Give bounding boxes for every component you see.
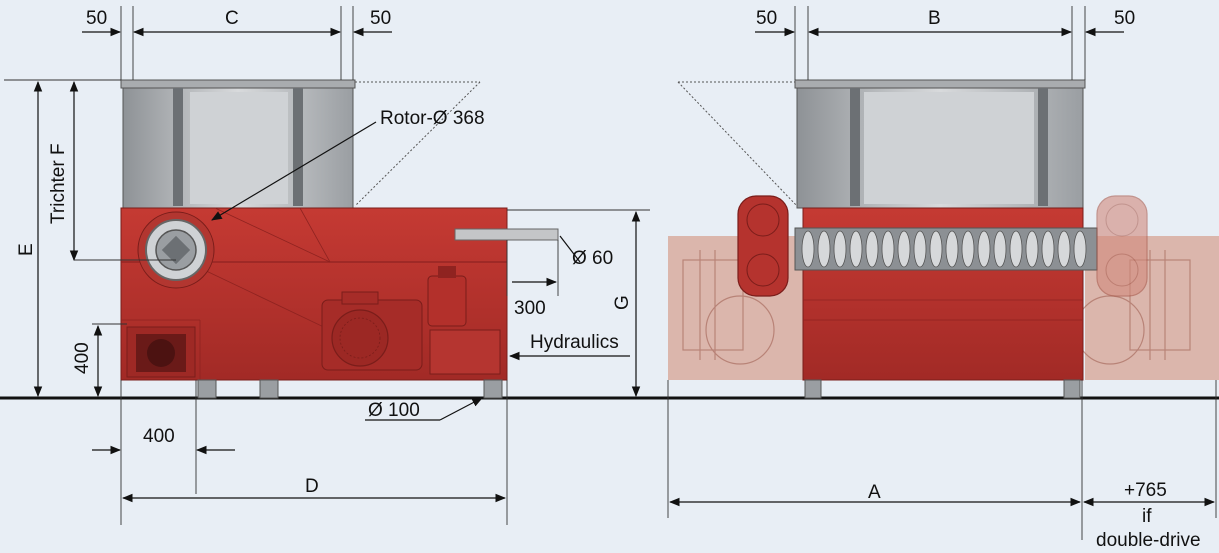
hydraulics-label: Hydraulics [530,332,619,353]
discharge-outlet-icon [126,326,196,378]
front-view [120,79,559,399]
shaft-diameter-label: Ø 60 [572,248,613,269]
front-foot [197,379,217,399]
e-label: E [16,243,37,256]
side-foot [804,379,822,399]
front-foot [483,379,503,399]
dim-400-horizontal-label: 400 [143,426,175,447]
dim-400-vertical-label: 400 [72,342,93,374]
rotor-icon [137,211,215,289]
if-label: if [1142,506,1152,527]
gearbox-left-icon [737,195,789,297]
foot-diameter-label: Ø 100 [368,400,420,421]
front-hopper-rim [120,79,356,89]
front-dimensions [4,6,650,525]
shaft-icon [454,228,559,241]
d-label: D [305,476,319,497]
front-left-50-label: 50 [86,8,107,29]
front-foot [259,379,279,399]
side-left-50-label: 50 [756,8,777,29]
rotor-cutters-icon [794,227,1098,271]
side-dimensions [667,6,1217,540]
side-right-50-label: 50 [1114,8,1135,29]
motor-icon [321,291,423,371]
side-hopper-rim [794,79,1086,89]
trichter-f-label: Trichter F [48,143,69,224]
side-view [668,79,1219,399]
front-c-label: C [225,8,239,29]
double-drive-label: double-drive [1096,530,1201,551]
front-right-50-label: 50 [370,8,391,29]
side-foot [1063,379,1081,399]
g-label: G [612,295,633,310]
side-b-label: B [928,8,941,29]
rotor-diameter-label: Rotor-Ø 368 [380,108,485,129]
gearbox-right-icon [1096,195,1148,297]
a-label: A [868,482,881,503]
hydraulic-unit-icon [427,266,501,375]
dim-300-label: 300 [514,298,546,319]
plus-765-label: +765 [1124,480,1167,501]
